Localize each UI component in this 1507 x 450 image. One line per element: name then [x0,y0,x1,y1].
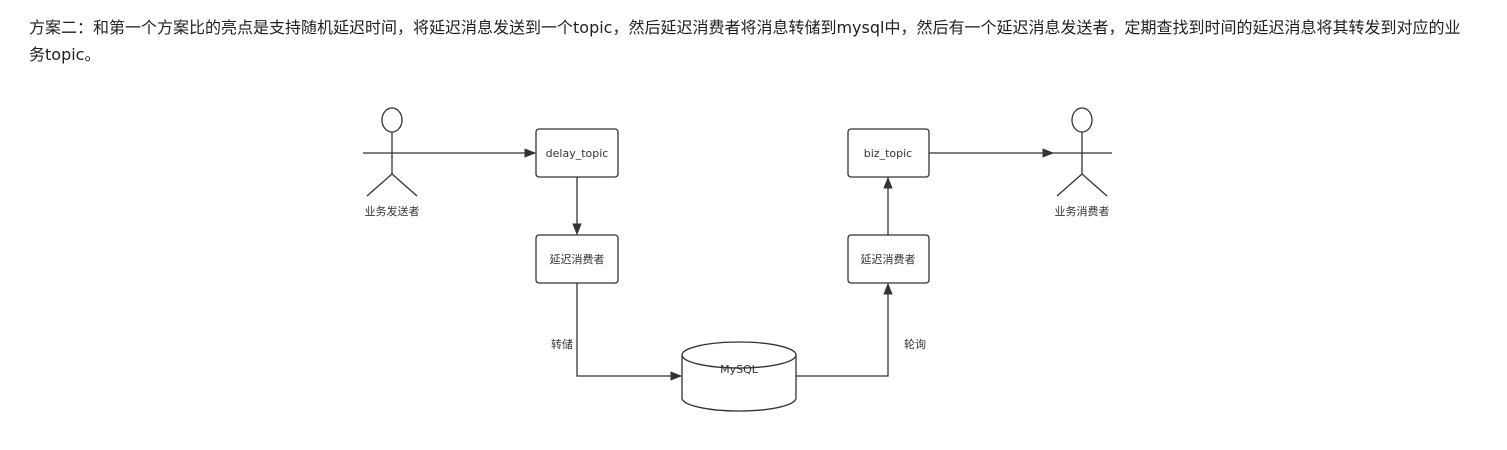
delay-consumer-right-node: 延迟消费者 [847,234,930,284]
consumer-actor-icon [1053,107,1112,197]
delay-consumer-left-node: 延迟消费者 [535,234,619,284]
consumer-actor-label: 业务消费者 [1055,204,1110,218]
sender-actor-label: 业务发送者 [365,204,420,218]
delay-consumer-left-label: 延迟消费者 [550,252,605,266]
delay-consumer-right-label: 延迟消费者 [861,252,916,266]
edge-label-dump: 转储 [551,337,573,351]
biz-topic-label: biz_topic [864,147,912,160]
intro-paragraph: 方案二：和第一个方案比的亮点是支持随机延迟时间，将延迟消息发送到一个topic，… [29,18,1461,64]
delay-topic-node: delay_topic [535,128,619,178]
sender-actor-icon [363,107,421,197]
mysql-database-icon: MySQL [681,341,797,412]
edge-dump-to-mysql [576,283,683,381]
edge-label-poll: 轮询 [904,337,926,351]
biz-topic-node: biz_topic [847,128,930,178]
edge-poll-from-mysql [796,282,893,377]
delay-topic-label: delay_topic [546,147,609,160]
mysql-label: MySQL [720,363,759,376]
